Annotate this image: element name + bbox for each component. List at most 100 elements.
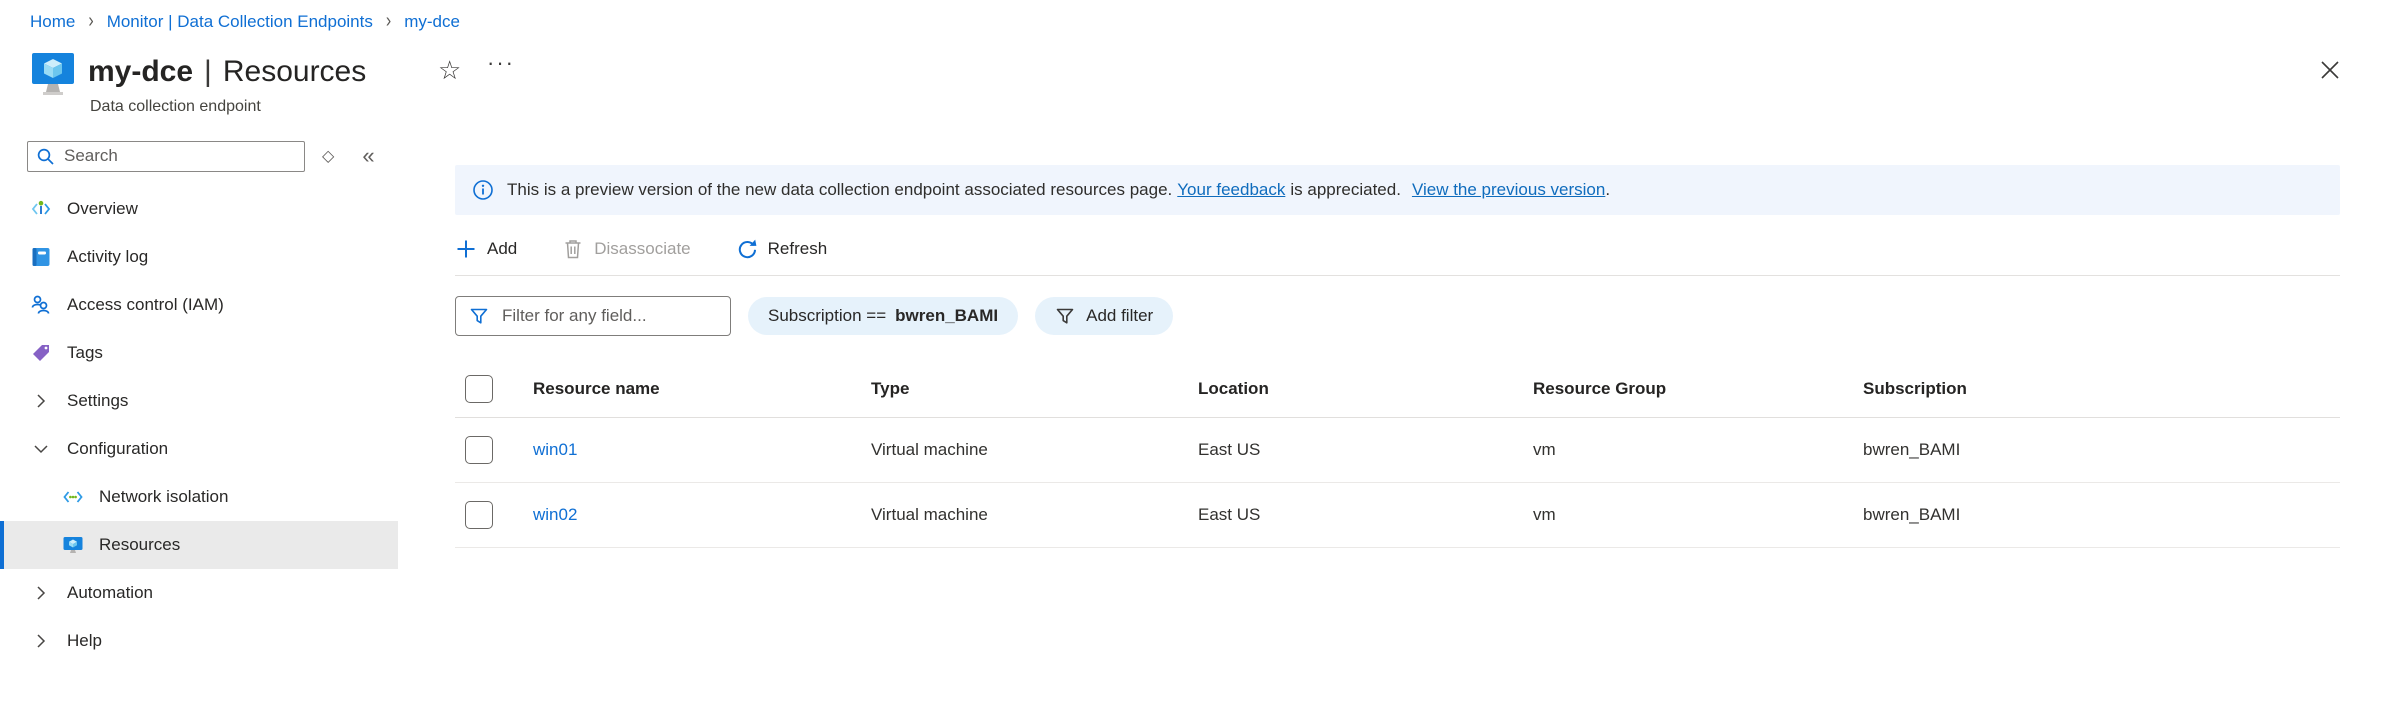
cell-resource-group: vm — [1533, 505, 1556, 524]
breadcrumb-separator-icon: › — [88, 10, 94, 32]
breadcrumb-my-dce[interactable]: my-dce — [404, 12, 460, 31]
diamond-icon[interactable]: ◇ — [322, 148, 335, 165]
column-header-location[interactable]: Location — [1198, 378, 1269, 398]
disassociate-button[interactable]: Disassociate — [562, 238, 691, 260]
refresh-button-label: Refresh — [767, 239, 828, 258]
main-content: This is a preview version of the new dat… — [455, 160, 2340, 548]
subscription-filter-pill[interactable]: Subscription == bwren_BAMI — [748, 297, 1019, 335]
banner-text: This is a preview version of the new dat… — [507, 180, 1173, 199]
page-subtitle: Data collection endpoint — [90, 98, 261, 115]
cell-subscription: bwren_BAMI — [1863, 505, 1961, 524]
sidebar-item-automation[interactable]: Automation — [0, 569, 398, 617]
column-header-resource-group[interactable]: Resource Group — [1533, 378, 1667, 398]
resources-icon — [62, 534, 84, 556]
sidebar-item-label: Overview — [67, 199, 138, 218]
column-header-subscription[interactable]: Subscription — [1863, 378, 1967, 398]
search-input[interactable] — [64, 146, 304, 166]
sidebar-item-tags[interactable]: Tags — [0, 329, 398, 377]
sidebar-item-label: Network isolation — [99, 487, 229, 506]
access-control-icon — [30, 294, 52, 316]
breadcrumb-monitor-dce[interactable]: Monitor | Data Collection Endpoints — [106, 12, 373, 31]
activity-log-icon — [30, 246, 52, 268]
view-previous-version-link[interactable]: View the previous version — [1411, 180, 1606, 199]
page-title-section: Resources — [222, 55, 367, 88]
table-row: win01 Virtual machine East US vm bwren_B… — [455, 418, 2340, 483]
column-header-resource-name[interactable]: Resource name — [533, 378, 660, 398]
sidebar-item-network-isolation[interactable]: Network isolation — [0, 473, 398, 521]
more-options-icon[interactable]: ··· — [487, 50, 515, 75]
breadcrumb-home[interactable]: Home — [30, 12, 76, 31]
sidebar-item-overview[interactable]: Overview — [0, 185, 398, 233]
collapse-sidebar-icon[interactable]: « — [362, 143, 375, 168]
refresh-button[interactable]: Refresh — [736, 238, 828, 260]
filter-funnel-icon — [470, 308, 488, 324]
add-button-label: Add — [487, 239, 518, 258]
sidebar-item-configuration[interactable]: Configuration — [0, 425, 398, 473]
sidebar-item-label: Help — [67, 631, 102, 650]
favorite-star-icon[interactable]: ☆ — [438, 55, 462, 85]
cell-resource-group: vm — [1533, 440, 1556, 459]
row-checkbox[interactable] — [465, 501, 493, 529]
preview-info-banner: This is a preview version of the new dat… — [455, 165, 2340, 215]
sidebar: ◇ « Overview Activi — [0, 140, 398, 665]
chevron-right-icon — [30, 390, 52, 412]
sidebar-item-settings[interactable]: Settings — [0, 377, 398, 425]
column-header-type[interactable]: Type — [871, 378, 910, 398]
sidebar-item-resources[interactable]: Resources — [0, 521, 398, 569]
page-title-resource: my-dce — [88, 55, 194, 88]
network-isolation-icon — [62, 486, 84, 508]
resource-link-win02[interactable]: win02 — [533, 505, 578, 524]
page-title: my-dce | Resources — [88, 55, 366, 89]
cell-subscription: bwren_BAMI — [1863, 440, 1961, 459]
subscription-pill-label: Subscription == — [768, 306, 887, 325]
breadcrumb: Home › Monitor | Data Collection Endpoin… — [30, 10, 460, 32]
disassociate-button-label: Disassociate — [594, 239, 691, 258]
sidebar-item-help[interactable]: Help — [0, 617, 398, 665]
sidebar-item-access-control[interactable]: Access control (IAM) — [0, 281, 398, 329]
filter-input[interactable] — [502, 306, 730, 326]
subscription-pill-value: bwren_BAMI — [895, 306, 999, 325]
banner-text: . — [1605, 180, 1611, 199]
sidebar-search-box[interactable] — [27, 140, 305, 172]
refresh-icon — [736, 238, 758, 260]
sidebar-item-label: Access control (IAM) — [67, 295, 224, 314]
sidebar-item-label: Configuration — [67, 439, 169, 458]
select-all-checkbox[interactable] — [465, 374, 493, 403]
breadcrumb-separator-icon: › — [385, 10, 392, 32]
chevron-right-icon — [30, 630, 52, 652]
info-icon — [472, 179, 494, 201]
row-checkbox[interactable] — [465, 436, 493, 464]
trash-icon — [562, 238, 584, 260]
selected-indicator — [0, 521, 4, 569]
chevron-right-icon — [30, 582, 52, 604]
banner-text: is appreciated. — [1290, 180, 1401, 199]
search-icon — [37, 148, 54, 165]
sidebar-item-activity-log[interactable]: Activity log — [0, 233, 398, 281]
cell-type: Virtual machine — [871, 505, 988, 524]
tag-icon — [30, 342, 52, 364]
data-collection-endpoint-icon — [30, 50, 78, 103]
resources-table: Resource name Type Location Resource Gro… — [455, 360, 2340, 548]
plus-icon — [455, 238, 477, 260]
add-filter-pill[interactable]: Add filter — [1035, 297, 1174, 335]
sidebar-nav: Overview Activity log Acc — [0, 185, 398, 665]
filter-row: Subscription == bwren_BAMI Add filter — [455, 296, 2340, 336]
sidebar-item-label: Automation — [67, 583, 153, 602]
table-header-row: Resource name Type Location Resource Gro… — [455, 360, 2340, 418]
table-row: win02 Virtual machine East US vm bwren_B… — [455, 483, 2340, 548]
page-title-separator: | — [204, 55, 212, 88]
overview-icon — [30, 198, 52, 220]
sidebar-item-label: Activity log — [67, 247, 149, 266]
chevron-down-icon — [30, 438, 52, 460]
add-filter-label: Add filter — [1086, 306, 1154, 325]
your-feedback-link[interactable]: Your feedback — [1177, 180, 1286, 199]
close-icon[interactable] — [2318, 58, 2342, 87]
add-button[interactable]: Add — [455, 238, 517, 260]
command-toolbar: Add Disassociate Refresh — [455, 238, 2340, 276]
sidebar-item-label: Tags — [67, 343, 103, 362]
cell-location: East US — [1198, 440, 1261, 459]
cell-type: Virtual machine — [871, 440, 988, 459]
filter-input-box[interactable] — [455, 296, 731, 336]
sidebar-search-row: ◇ « — [27, 140, 398, 172]
resource-link-win01[interactable]: win01 — [533, 440, 578, 459]
